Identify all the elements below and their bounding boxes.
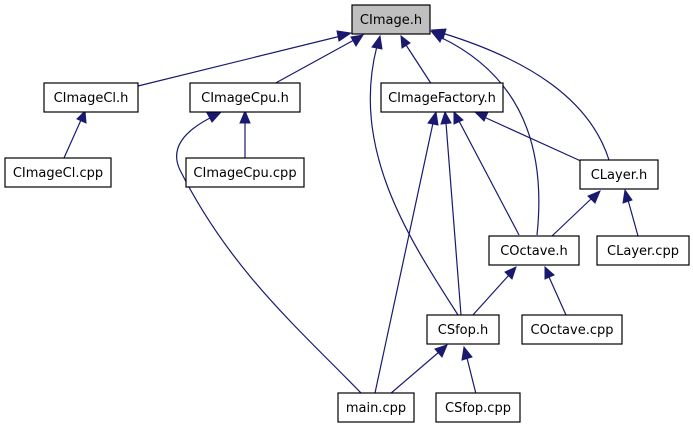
edge-cimagecpu-cpp-to-cimagecpu-h bbox=[239, 109, 251, 158]
node-label-cimagefactory-h: CImageFactory.h bbox=[388, 91, 496, 106]
edge-csfop-h-to-coctave-h bbox=[471, 266, 517, 317]
edge-cimagefactory-h-to-cimage-h bbox=[400, 34, 433, 86]
edge-coctave-h-to-cimage-h bbox=[429, 30, 540, 236]
node-cimagecl-h[interactable]: CImageCl.h bbox=[43, 82, 139, 113]
edge-cimagecl-h-to-cimage-h bbox=[137, 30, 353, 87]
node-label-cimagecl-h: CImageCl.h bbox=[54, 91, 129, 106]
nodes: CImage.h CImageCl.h CImageCpu.h CImageFa… bbox=[4, 4, 690, 423]
edge-cimagecpu-h-to-cimage-h bbox=[271, 34, 365, 86]
node-label-cimagecl-cpp: CImageCl.cpp bbox=[13, 166, 103, 181]
edge-csfop-h-to-cimage-h bbox=[369, 34, 459, 316]
edge-csfop-h-to-cimagefactory-h bbox=[440, 110, 462, 316]
edges bbox=[63, 28, 639, 395]
node-coctave-h[interactable]: COctave.h bbox=[488, 235, 580, 266]
node-label-cimagecpu-h: CImageCpu.h bbox=[201, 91, 289, 106]
edge-coctave-cpp-to-coctave-h bbox=[544, 265, 567, 316]
node-label-clayer-h: CLayer.h bbox=[591, 168, 648, 183]
node-label-coctave-h: COctave.h bbox=[500, 244, 568, 259]
edge-coctave-h-to-clayer-h bbox=[551, 190, 601, 237]
node-clayer-cpp[interactable]: CLayer.cpp bbox=[596, 235, 690, 266]
edge-clayer-h-to-cimagefactory-h bbox=[473, 111, 584, 163]
node-csfop-h[interactable]: CSfop.h bbox=[426, 314, 500, 345]
node-cimagefactory-h[interactable]: CImageFactory.h bbox=[380, 82, 504, 113]
node-label-clayer-cpp: CLayer.cpp bbox=[607, 244, 679, 259]
edge-csfop-cpp-to-csfop-h bbox=[461, 345, 477, 395]
edge-cimagecl-cpp-to-cimagecl-h bbox=[63, 109, 87, 159]
node-label-csfop-cpp: CSfop.cpp bbox=[445, 401, 511, 416]
node-label-coctave-cpp: COctave.cpp bbox=[531, 323, 614, 338]
edge-main-cpp-to-cimagefactory-h bbox=[374, 110, 439, 394]
node-label-csfop-h: CSfop.h bbox=[438, 323, 488, 338]
edge-main-cpp-to-csfop-h bbox=[389, 344, 448, 395]
edge-main-cpp-to-cimagecpu-h bbox=[176, 111, 363, 395]
edge-coctave-h-to-cimagefactory-h bbox=[453, 110, 520, 236]
node-main-cpp[interactable]: main.cpp bbox=[337, 392, 415, 423]
node-csfop-cpp[interactable]: CSfop.cpp bbox=[435, 392, 521, 423]
node-clayer-h[interactable]: CLayer.h bbox=[579, 159, 659, 190]
node-label-cimage-h: CImage.h bbox=[360, 13, 422, 28]
edge-clayer-cpp-to-clayer-h bbox=[622, 188, 639, 237]
node-cimage-h[interactable]: CImage.h bbox=[351, 4, 431, 35]
node-cimagecpu-cpp[interactable]: CImageCpu.cpp bbox=[185, 157, 305, 188]
node-cimagecl-cpp[interactable]: CImageCl.cpp bbox=[4, 157, 112, 188]
node-cimagecpu-h[interactable]: CImageCpu.h bbox=[189, 82, 301, 113]
node-label-main-cpp: main.cpp bbox=[346, 401, 406, 416]
node-coctave-cpp[interactable]: COctave.cpp bbox=[521, 314, 623, 345]
node-label-cimagecpu-cpp: CImageCpu.cpp bbox=[193, 166, 296, 181]
